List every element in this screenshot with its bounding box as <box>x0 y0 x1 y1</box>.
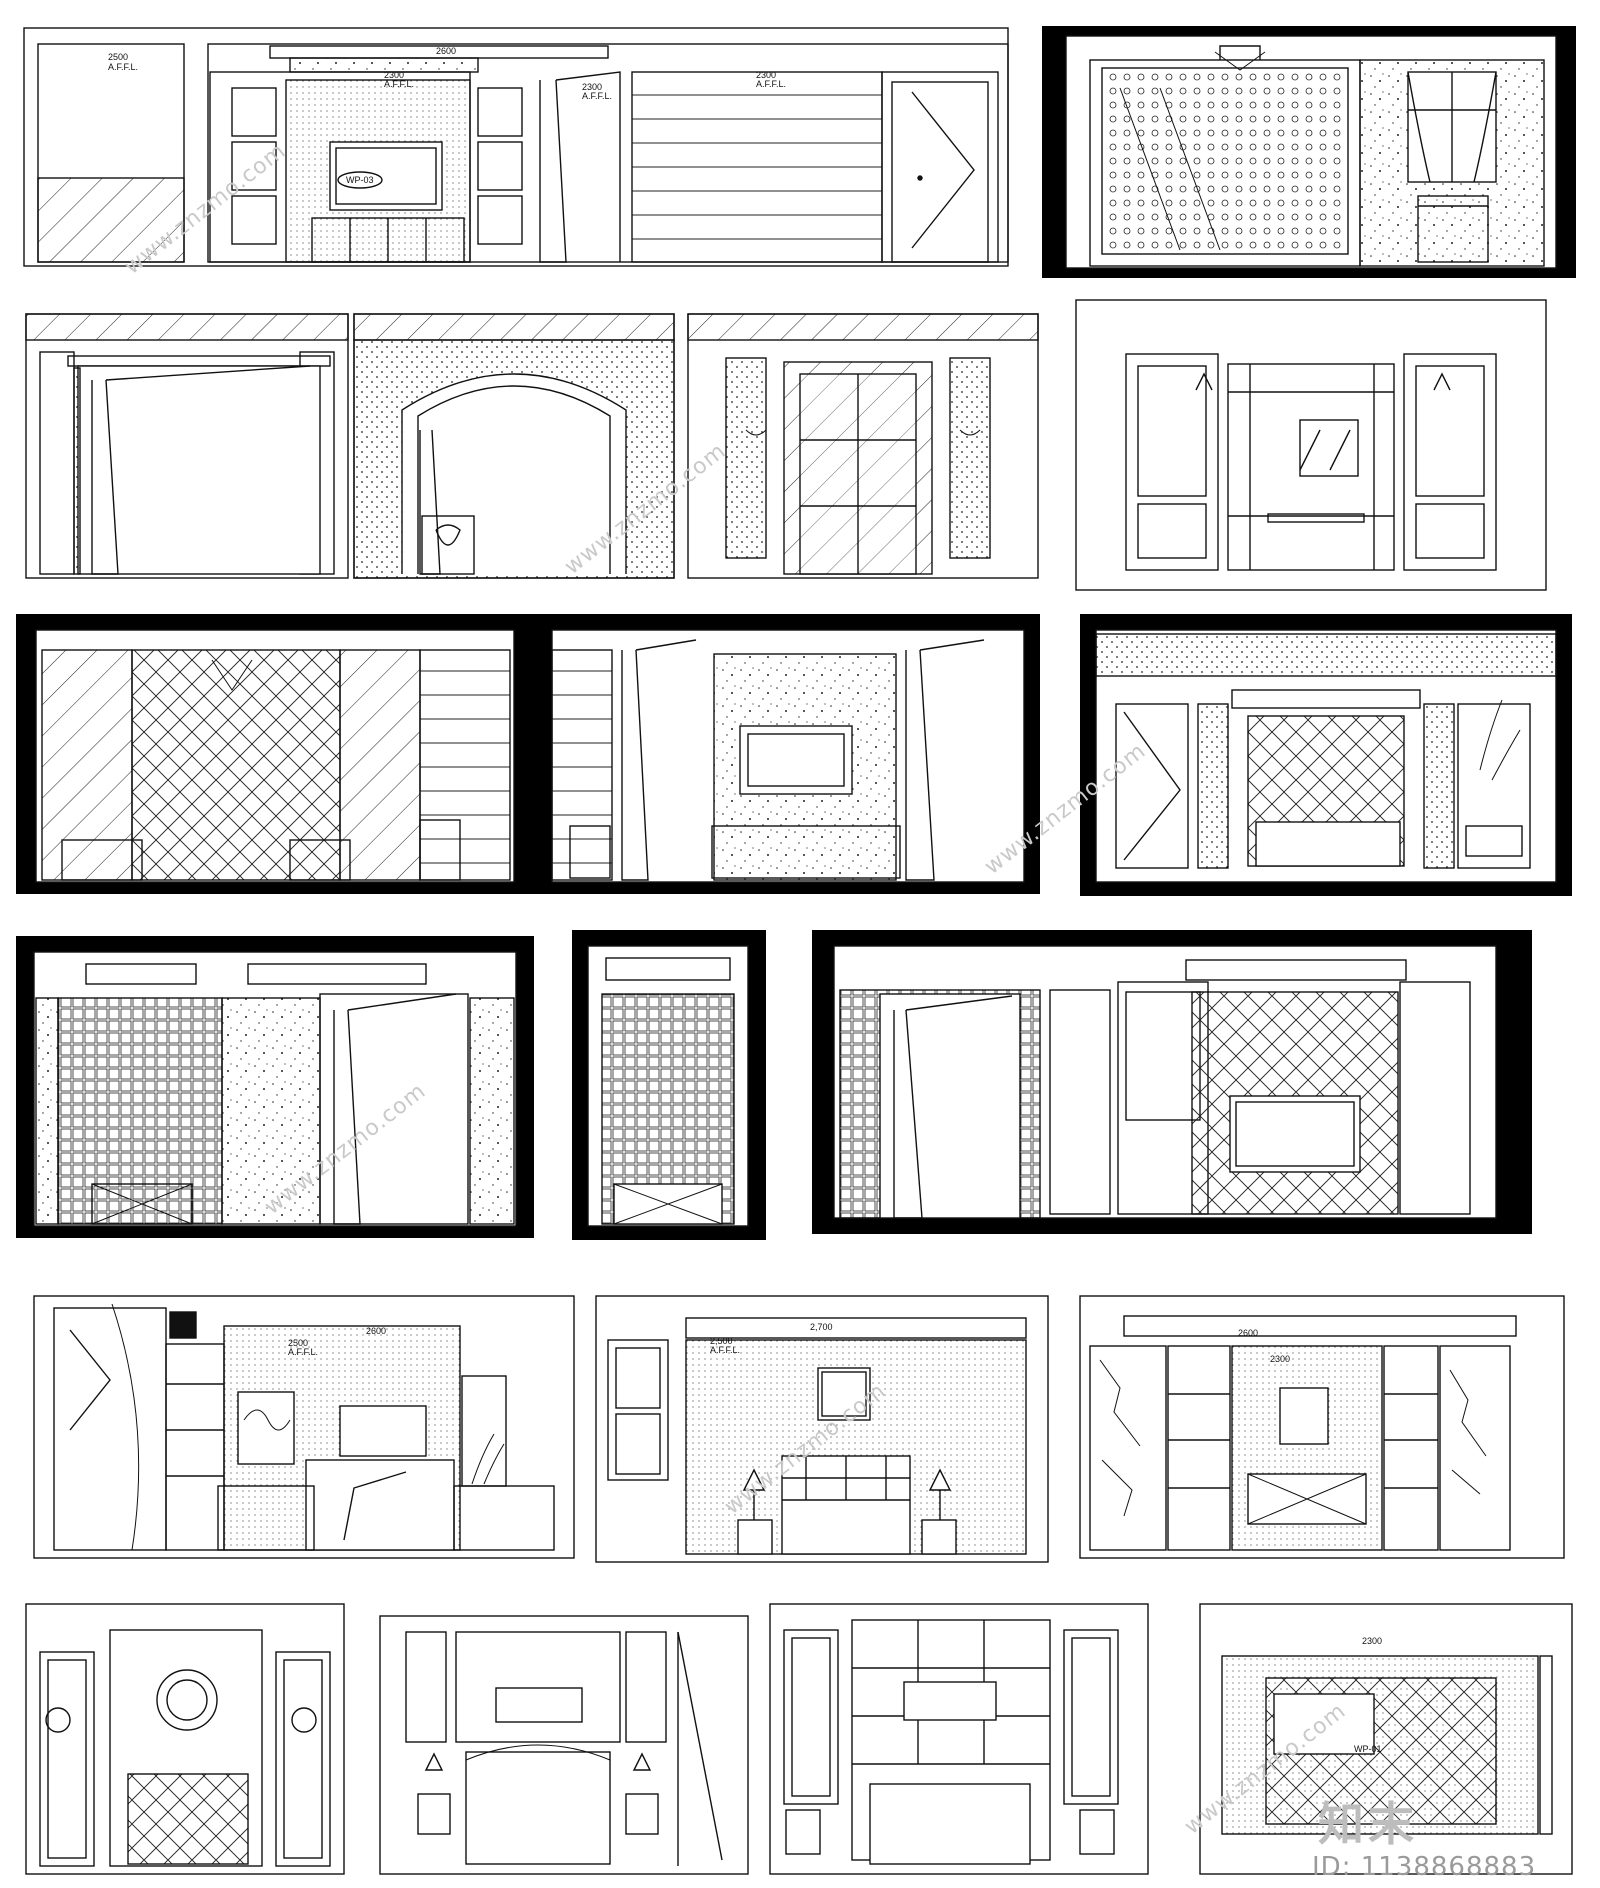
elevation-panel-3 <box>25 313 349 579</box>
elevation-panel-8 <box>532 614 1040 894</box>
level-mark-p1-c: 2300 <box>384 70 404 80</box>
affl-label-p1-d: A.F.F.L. <box>582 91 612 101</box>
level-mark-p1-d: 2300 <box>582 82 602 92</box>
elevation-panel-7 <box>16 614 532 894</box>
level-mark-p14-a: 2500 <box>288 1338 308 1348</box>
tv-wall-tag: WP-03 <box>346 175 374 185</box>
elevation-panel-19 <box>769 1603 1149 1875</box>
affl-label-p15-b: A.F.F.L. <box>710 1345 740 1355</box>
level-mark-p1-a: 2500 <box>108 52 128 62</box>
elevation-panel-5 <box>687 313 1039 579</box>
brand-watermark-logo: 知末 <box>1318 1797 1418 1851</box>
elevation-panel-10 <box>16 936 534 1238</box>
elevation-panel-14 <box>33 1295 575 1559</box>
affl-label-p14-a: A.F.F.L. <box>288 1347 318 1357</box>
level-mark-p1-e: 2300 <box>756 70 776 80</box>
level-mark-p14-b: 2600 <box>366 1326 386 1336</box>
elevation-panel-16 <box>1079 1295 1565 1559</box>
image-id-label: ID: 1138868883 <box>1312 1852 1537 1882</box>
p20-wall-tag: WP-01 <box>1354 1744 1382 1754</box>
level-mark-p16-a: 2600 <box>1238 1328 1258 1338</box>
affl-label-p1-a: A.F.F.L. <box>108 62 138 72</box>
elevation-panel-1 <box>23 27 1009 267</box>
elevation-panel-17 <box>25 1603 345 1875</box>
affl-label-p1-c: A.F.F.L. <box>384 79 414 89</box>
level-mark-p1-b: 2600 <box>436 46 456 56</box>
affl-label-p1-e: A.F.F.L. <box>756 79 786 89</box>
level-mark-p15-b: 2,500 <box>710 1336 733 1346</box>
elevation-panel-12 <box>812 930 1532 1234</box>
level-mark-p15-a: 2,700 <box>810 1322 833 1332</box>
level-mark-p16-b: 2300 <box>1270 1354 1290 1364</box>
level-mark-p20-a: 2300 <box>1362 1636 1382 1646</box>
elevation-panel-6 <box>1075 299 1547 591</box>
elevation-panel-18 <box>379 1615 749 1875</box>
elevation-panel-15 <box>595 1295 1049 1563</box>
elevation-panel-9 <box>1080 614 1572 896</box>
elevation-panel-2 <box>1042 26 1576 278</box>
elevation-panel-4 <box>353 313 675 579</box>
elevation-panel-20 <box>1199 1603 1573 1875</box>
elevation-panel-11 <box>572 930 766 1240</box>
